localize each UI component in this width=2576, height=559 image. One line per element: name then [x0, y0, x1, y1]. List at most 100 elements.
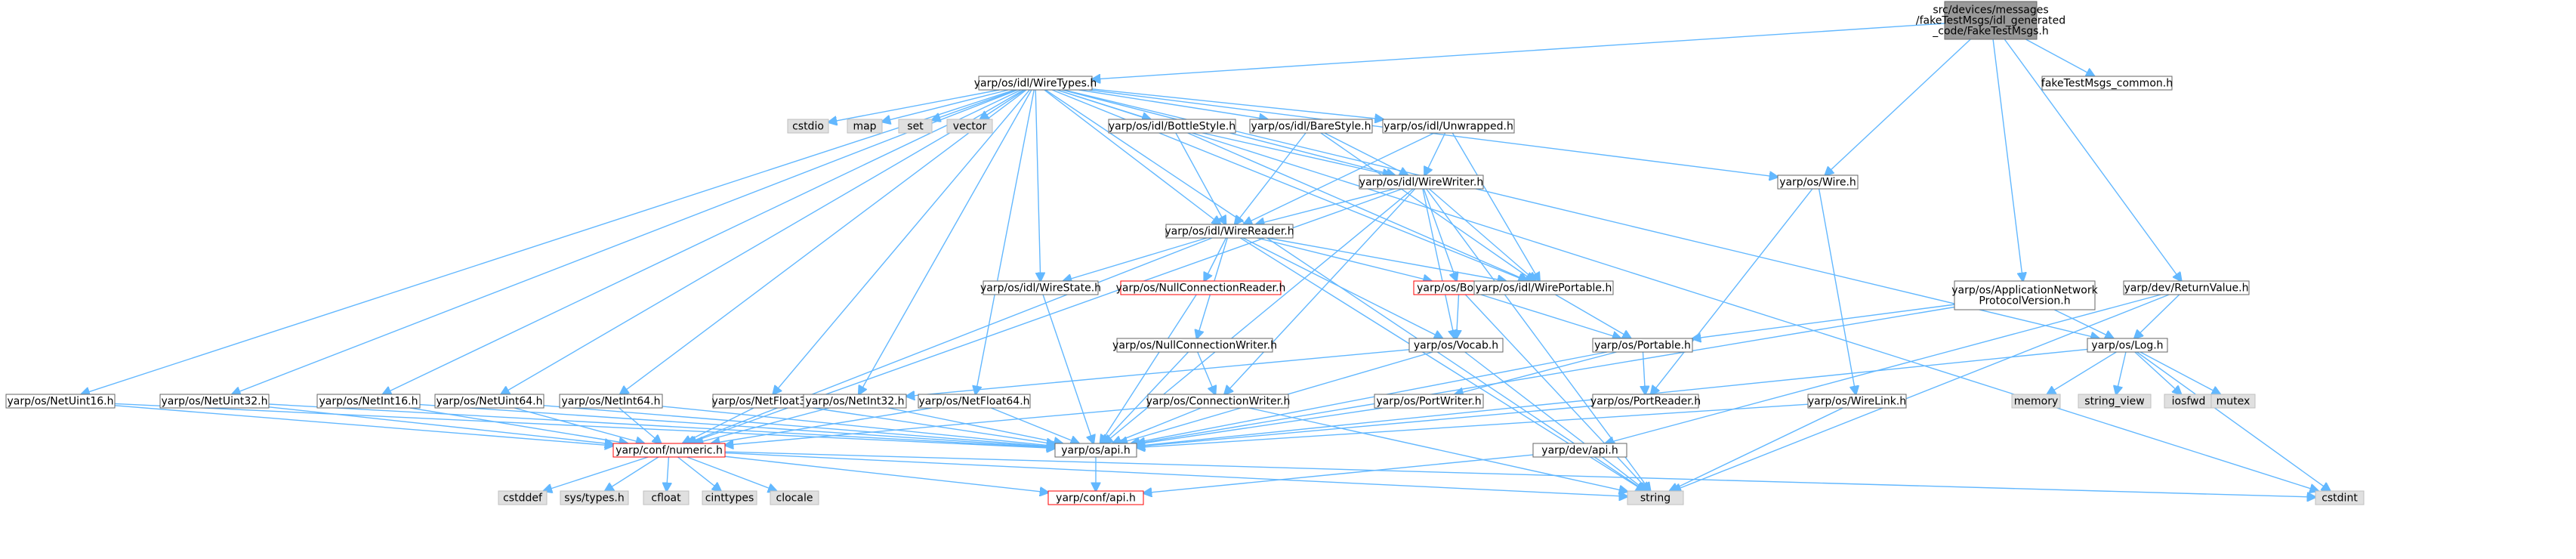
node-wirestate[interactable]: yarp/os/idl/WireState.h [980, 280, 1101, 295]
node-box [1408, 338, 1504, 353]
edge-barestyle-to-wireportable [1320, 132, 1534, 281]
node-box [847, 119, 883, 134]
node-label: yarp/os/NetFloat32.h [711, 396, 822, 408]
edge-nullconnwriter-to-connwriter [1197, 351, 1215, 394]
node-box [787, 119, 829, 134]
node-root[interactable]: src/devices/messages/fakeTestMsgs/idl_ge… [1916, 1, 2065, 40]
node-appnetproto[interactable]: yarp/os/ApplicationNetworkProtocolVersio… [1951, 280, 2099, 310]
node-netuint32[interactable]: yarp/os/NetUint32.h [159, 394, 270, 409]
node-bottlestyle[interactable]: yarp/os/idl/BottleStyle.h [1108, 119, 1236, 134]
node-wireportable[interactable]: yarp/os/idl/WirePortable.h [1473, 280, 1614, 295]
node-portwriter[interactable]: yarp/os/PortWriter.h [1374, 394, 1484, 409]
node-box [434, 394, 545, 409]
edge-bottle-to-portable [1480, 294, 1621, 338]
edge-netint16-to-osapi [419, 403, 1055, 448]
edge-netint64-to-osapi [662, 406, 1055, 446]
node-label: mutex [2217, 396, 2251, 408]
node-unwrapped[interactable]: yarp/os/idl/Unwrapped.h [1382, 119, 1515, 134]
node-label: cstdio [792, 121, 824, 133]
node-connwriter[interactable]: yarp/os/ConnectionWriter.h [1146, 394, 1291, 409]
node-faketestmsgs_common[interactable]: fakeTestMsgs_common.h [2041, 76, 2173, 91]
node-netint32[interactable]: yarp/os/NetInt32.h [803, 394, 907, 409]
edge-wiretypes-to-netfloat64 [976, 89, 1035, 394]
edge-wiretypes-to-log [1063, 89, 2099, 338]
node-netfloat32[interactable]: yarp/os/NetFloat32.h [711, 394, 823, 409]
edge-portreader-to-osapi [1137, 405, 1593, 446]
node-netint64[interactable]: yarp/os/NetInt64.h [559, 394, 663, 409]
node-label: yarp/dev/ReturnValue.h [2124, 283, 2249, 295]
node-label: yarp/os/idl/WireState.h [980, 283, 1101, 295]
node-box [2078, 394, 2152, 409]
node-label: yarp/os/NullConnectionWriter.h [1112, 340, 1277, 352]
edge-wirereader-to-bottle [1257, 237, 1431, 281]
node-vocab[interactable]: yarp/os/Vocab.h [1408, 338, 1504, 353]
node-confapi[interactable]: yarp/conf/api.h [1047, 490, 1144, 505]
edge-wiretypes-to-netuint16 [82, 89, 1015, 394]
node-box [1120, 280, 1282, 295]
edge-wiretypes-to-cstdio [828, 89, 1000, 122]
node-box [770, 490, 819, 505]
node-wiretypes[interactable]: yarp/os/idl/WireTypes.h [974, 76, 1097, 91]
node-numeric[interactable]: yarp/conf/numeric.h [612, 443, 726, 458]
edge-numeric-to-cfloat [667, 456, 669, 491]
node-nullconnreader[interactable]: yarp/os/NullConnectionReader.h [1116, 280, 1286, 295]
node-memory: memory [2011, 394, 2061, 409]
edge-netuint16-to-osapi [114, 403, 1055, 448]
node-label: yarp/os/NetUint16.h [7, 396, 113, 408]
node-cstdint: cstdint [2315, 490, 2365, 505]
node-log[interactable]: yarp/os/Log.h [2087, 338, 2168, 353]
node-devapi[interactable]: yarp/dev/api.h [1532, 443, 1627, 458]
node-box [5, 394, 116, 409]
node-wire[interactable]: yarp/os/Wire.h [1777, 174, 1859, 190]
edge-wirereader-to-numeric [686, 237, 1213, 443]
node-box [1592, 338, 1693, 353]
edges-layer [82, 23, 2331, 497]
edge-netuint32-to-osapi [268, 403, 1055, 448]
node-iosfwd: iosfwd [2164, 394, 2214, 409]
edge-wirewriter-to-bottle [1423, 188, 1457, 281]
node-label: cstddef [503, 493, 543, 505]
node-returnvalue[interactable]: yarp/dev/ReturnValue.h [2123, 280, 2250, 295]
node-box [159, 394, 270, 409]
node-netuint16[interactable]: yarp/os/NetUint16.h [5, 394, 116, 409]
node-osapi[interactable]: yarp/os/api.h [1054, 443, 1137, 458]
node-box [1473, 280, 1614, 295]
node-box [1359, 174, 1484, 190]
node-string_view: string_view [2078, 394, 2152, 409]
node-wirelink[interactable]: yarp/os/WireLink.h [1807, 394, 1907, 409]
node-box [918, 394, 1031, 409]
node-box [2123, 280, 2250, 295]
node-wirereader[interactable]: yarp/os/idl/WireReader.h [1165, 224, 1294, 239]
node-label: src/devices/messages [1933, 5, 2048, 17]
node-label: yarp/os/idl/BottleStyle.h [1109, 121, 1236, 133]
node-box [1054, 443, 1137, 458]
node-box [2210, 394, 2256, 409]
edge-vocab-to-netint32 [906, 349, 1410, 397]
node-portreader[interactable]: yarp/os/PortReader.h [1590, 394, 1701, 409]
node-wirewriter[interactable]: yarp/os/idl/WireWriter.h [1359, 174, 1484, 190]
edge-appnetproto-to-log [2053, 309, 2113, 338]
node-label: map [853, 121, 876, 133]
node-netint16[interactable]: yarp/os/NetInt16.h [316, 394, 421, 409]
edge-bottle-to-vocab [1456, 294, 1458, 338]
node-netfloat64[interactable]: yarp/os/NetFloat64.h [918, 394, 1031, 409]
node-label: cstdint [2321, 493, 2358, 505]
node-nullconnwriter[interactable]: yarp/os/NullConnectionWriter.h [1112, 338, 1277, 353]
node-label: set [907, 121, 924, 133]
edge-appnetproto-to-osapi [1137, 306, 1955, 444]
node-mutex: mutex [2210, 394, 2256, 409]
edge-wiretypes-to-unwrapped [1091, 88, 1384, 119]
edge-log-to-memory [2047, 351, 2117, 394]
edge-barestyle-to-wirereader [1235, 132, 1307, 224]
node-label: string [1640, 493, 1671, 505]
node-barestyle[interactable]: yarp/os/idl/BareStyle.h [1249, 119, 1373, 134]
edge-wirereader-to-vocab [1242, 237, 1442, 338]
node-label: yarp/os/PortReader.h [1590, 396, 1701, 408]
edge-wirereader-to-wirestate [1063, 237, 1208, 281]
edge-wirewriter-to-wirereader [1256, 188, 1396, 224]
node-portable[interactable]: yarp/os/Portable.h [1592, 338, 1693, 353]
edge-nullconnreader-to-osapi [1100, 294, 1197, 443]
node-label: yarp/os/ConnectionWriter.h [1146, 396, 1291, 408]
node-netuint64[interactable]: yarp/os/NetUint64.h [434, 394, 545, 409]
edge-bottlestyle-to-wireportable [1187, 132, 1529, 281]
